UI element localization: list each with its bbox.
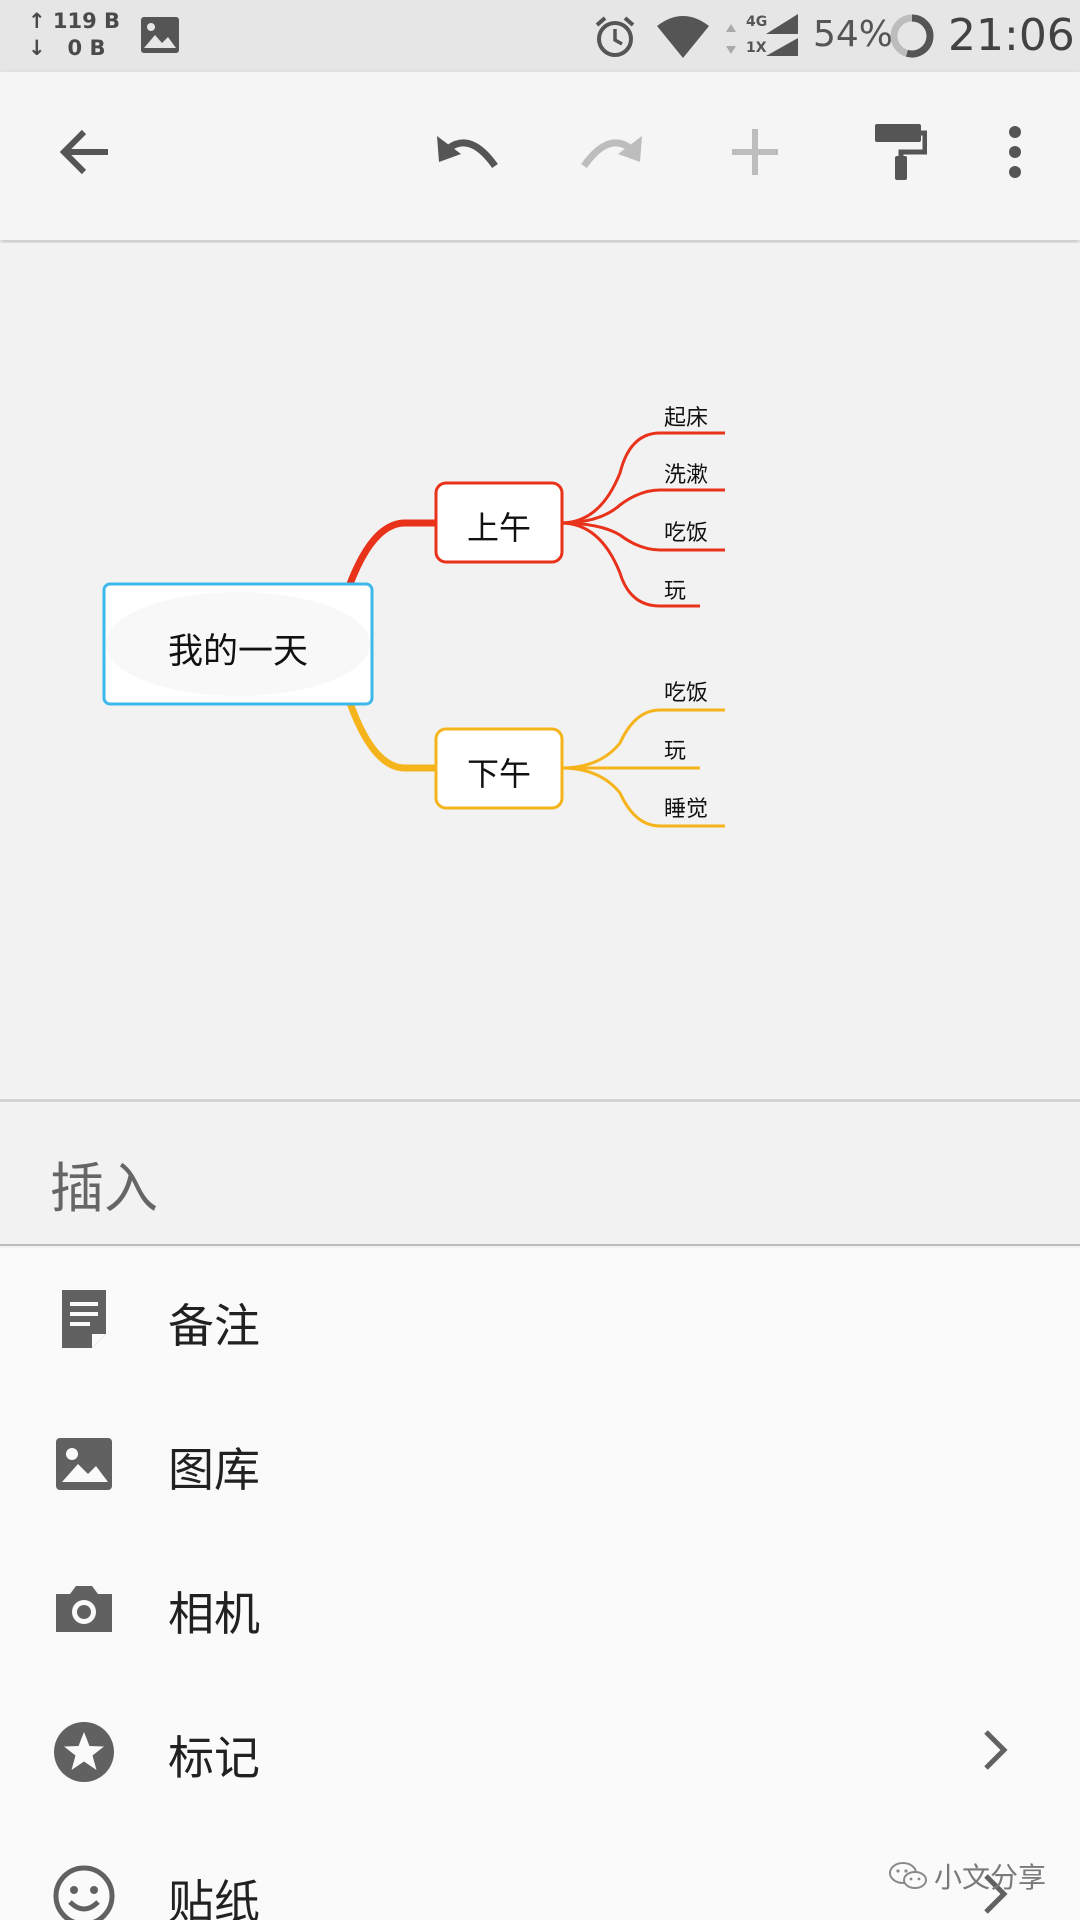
insert-item-label: 备注 [168, 1299, 260, 1353]
undo-button[interactable] [423, 112, 513, 192]
wifi-icon [657, 16, 709, 58]
leaf-node[interactable]: 玩 [664, 739, 687, 764]
add-icon [732, 129, 778, 175]
connector-morning [341, 519, 435, 600]
morning-node-border [434, 481, 564, 564]
net-up: ↑ 119 B [28, 9, 121, 33]
insert-sheet-header: 插入 [0, 1102, 1080, 1246]
gallery-notification-icon [141, 17, 179, 53]
wechat-logo-icon [889, 1862, 927, 1889]
1x-signal-icon: 1X [746, 40, 767, 56]
chevron-right-icon [984, 1730, 1008, 1770]
leaf-node[interactable]: 洗漱 [664, 463, 709, 488]
net-down: ↓ 0 B [28, 36, 106, 60]
insert-menu-list: 备注 图库 相机 标记 贴纸 [0, 1248, 1080, 1920]
4g-signal-icon: 4G [746, 14, 768, 30]
data-arrows-icon [726, 24, 736, 54]
network-speed: ↑ 119 B ↓ 0 B [28, 8, 120, 62]
insert-item-sticker[interactable]: 贴纸 [0, 1824, 1080, 1920]
insert-item-gallery[interactable]: 图库 [0, 1392, 1080, 1536]
insert-item-camera[interactable]: 相机 [0, 1536, 1080, 1680]
top-toolbar [0, 72, 1080, 240]
insert-item-label: 标记 [168, 1731, 260, 1785]
more-options-button[interactable] [975, 112, 1055, 192]
sheet-divider [0, 1099, 1080, 1102]
back-button[interactable] [40, 112, 130, 192]
signal-bars-2-icon [766, 38, 798, 56]
clock: 21:06 [948, 10, 1075, 61]
star-marker-icon [54, 1722, 114, 1782]
smiley-sticker-icon [53, 1865, 115, 1920]
format-painter-icon [875, 124, 927, 180]
chevron-right-icon [984, 1874, 1008, 1914]
insert-item-note[interactable]: 备注 [0, 1248, 1080, 1392]
status-bar: ↑ 119 B ↓ 0 B 4G 1X 54% 21:06 [0, 0, 1080, 72]
leaf-node[interactable]: 吃饭 [664, 681, 709, 706]
leaf-node[interactable]: 玩 [664, 579, 687, 604]
insert-item-marker[interactable]: 标记 [0, 1680, 1080, 1824]
redo-button[interactable] [566, 112, 656, 192]
leaf-node[interactable]: 睡觉 [664, 797, 709, 822]
insert-item-label: 相机 [168, 1587, 260, 1641]
battery-ring-icon [890, 14, 934, 58]
morning-leaf-connectors [560, 431, 725, 608]
camera-icon [56, 1586, 112, 1632]
battery-percent: 54% [813, 14, 894, 55]
root-node[interactable]: 我的一天 [167, 632, 308, 672]
connector-afternoon [341, 686, 435, 772]
format-painter-button[interactable] [855, 112, 945, 192]
more-vert-icon [1009, 126, 1021, 178]
add-button[interactable] [710, 112, 800, 192]
branch-node-afternoon[interactable]: 下午 [466, 755, 531, 793]
insert-item-label: 贴纸 [168, 1875, 260, 1920]
branch-node-morning[interactable]: 上午 [466, 509, 531, 547]
redo-icon [581, 136, 642, 169]
note-icon [62, 1290, 106, 1348]
mindmap-connectors [102, 431, 725, 828]
gallery-icon [56, 1438, 112, 1490]
leaf-node[interactable]: 吃饭 [664, 521, 709, 546]
back-arrow-icon [59, 129, 108, 175]
alarm-icon [595, 16, 635, 57]
insert-title: 插入 [50, 1157, 158, 1220]
mindmap-canvas[interactable]: 我的一天 上午 下午 起床 洗漱 吃饭 玩 吃饭 玩 睡觉 [0, 243, 1080, 1101]
watermark-text: 小文分享 [934, 1861, 1047, 1894]
afternoon-leaf-connectors [560, 708, 725, 828]
undo-icon [437, 136, 498, 169]
watermark: 小文分享 [888, 1856, 1046, 1896]
signal-bars-icon [766, 14, 798, 34]
insert-item-label: 图库 [168, 1443, 260, 1497]
leaf-node[interactable]: 起床 [664, 406, 709, 431]
afternoon-node-border [434, 727, 564, 810]
